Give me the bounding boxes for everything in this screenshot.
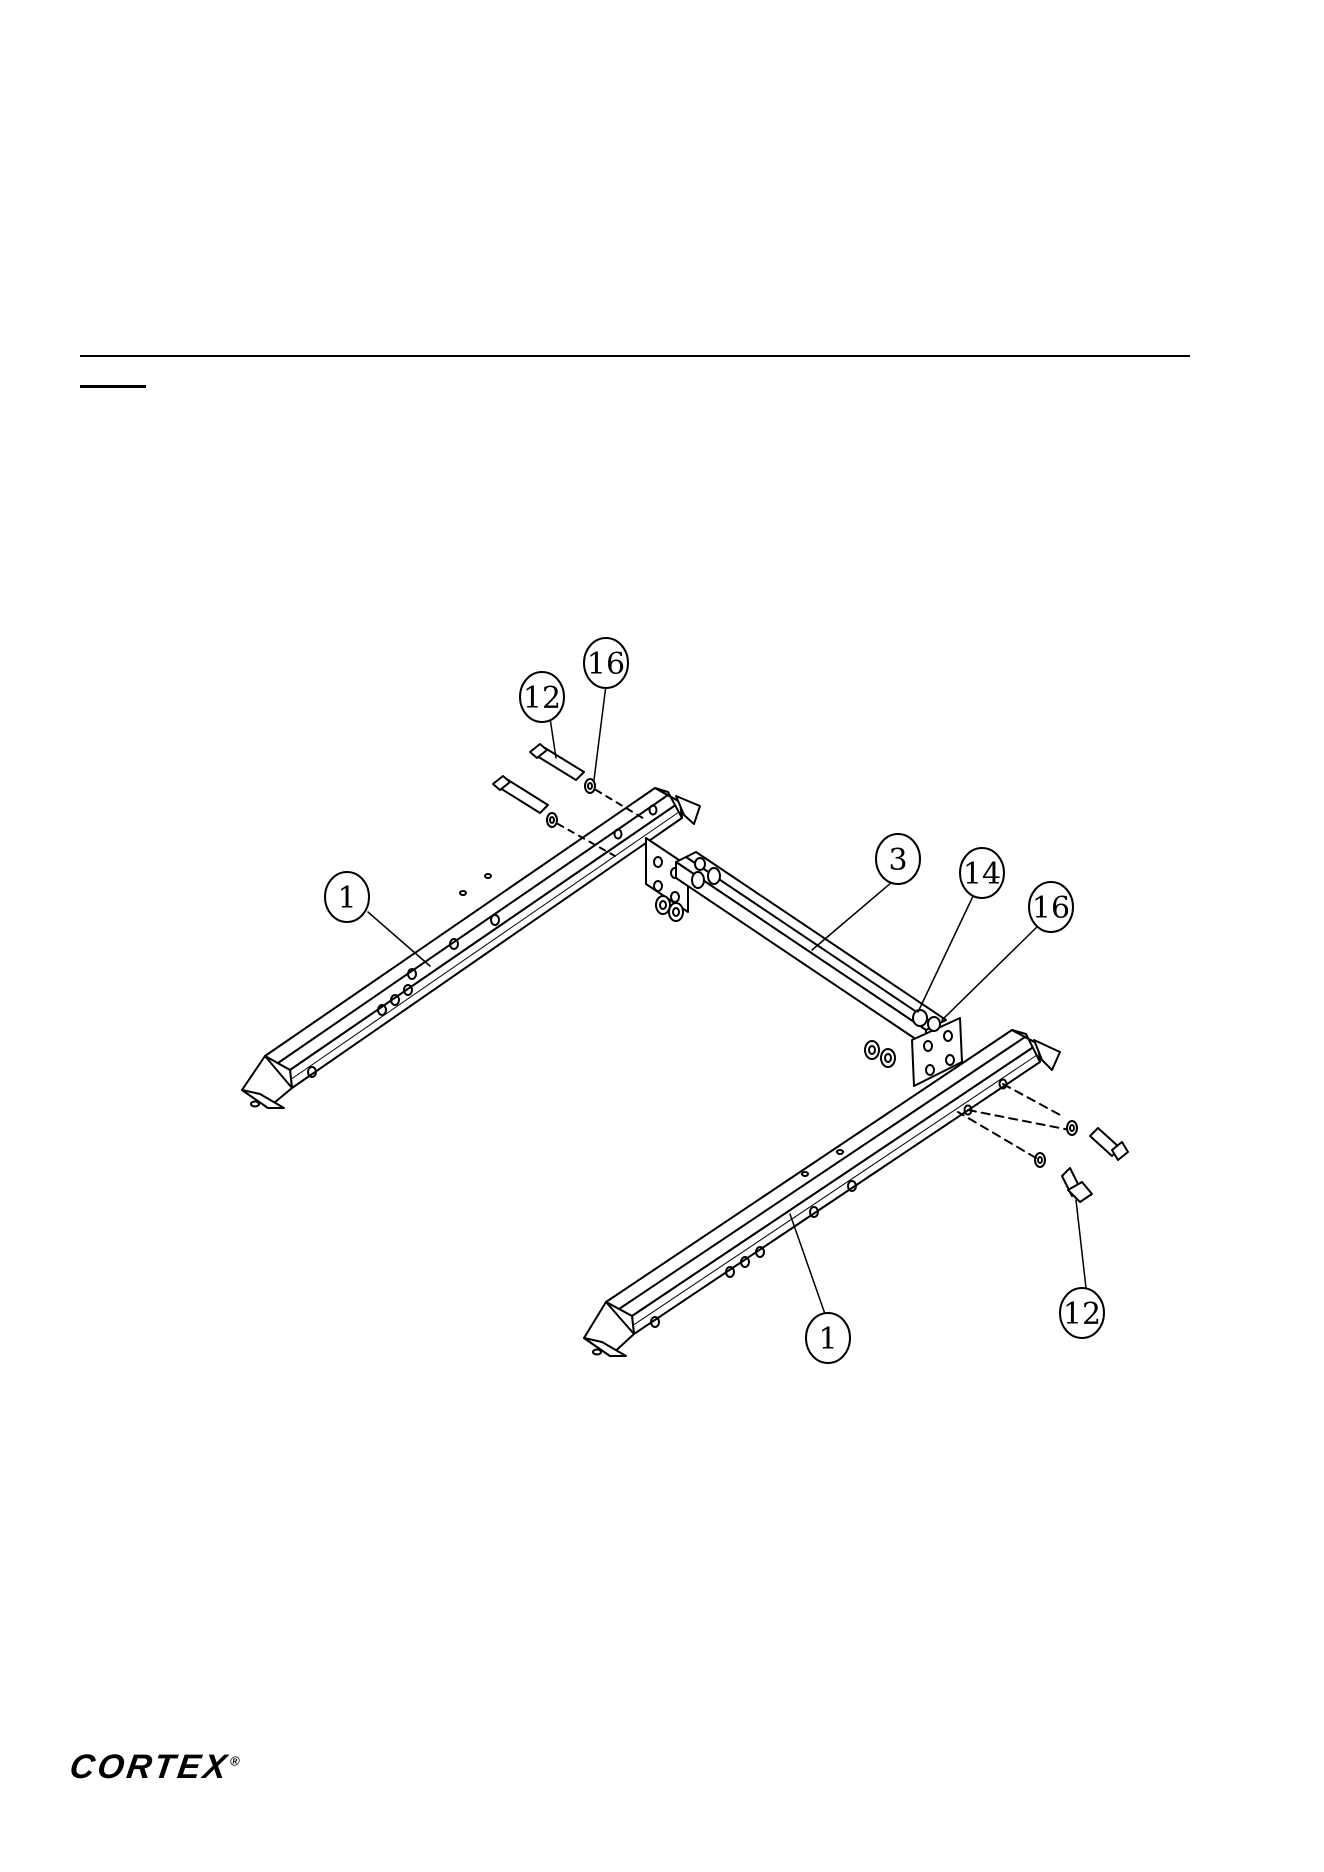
registered-mark: ® (229, 1754, 241, 1769)
svg-text:16: 16 (1032, 891, 1070, 926)
callout-12-right: 12 (1060, 1288, 1104, 1338)
left-base-rail (242, 788, 700, 1108)
svg-text:3: 3 (888, 843, 907, 878)
callout-1-left: 1 (325, 872, 369, 922)
callout-3: 3 (876, 834, 920, 884)
svg-text:14: 14 (963, 857, 1001, 892)
svg-text:16: 16 (587, 647, 625, 682)
right-bolt-set (958, 1084, 1128, 1202)
logo-text: CORTEX (67, 1748, 231, 1786)
cortex-logo: CORTEX® (67, 1748, 241, 1787)
callout-14: 14 (960, 848, 1004, 898)
svg-text:1: 1 (818, 1322, 837, 1357)
callout-16-top: 16 (584, 638, 628, 688)
svg-text:1: 1 (337, 881, 356, 916)
callout-12-top: 12 (520, 672, 564, 722)
callout-16-right: 16 (1029, 882, 1073, 932)
callout-1-bottom: 1 (806, 1313, 850, 1363)
svg-text:12: 12 (1063, 1297, 1101, 1332)
svg-text:12: 12 (523, 681, 561, 716)
